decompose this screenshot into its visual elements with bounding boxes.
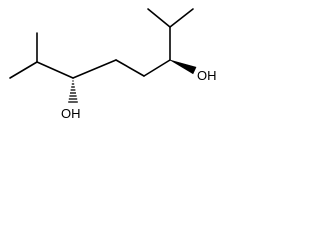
bond-carbinol-right-to-ch2: [143, 59, 171, 77]
structure-canvas: OH OH: [0, 0, 228, 131]
wedge-bond-right-oh: [169, 59, 197, 75]
bond-ch2-to-carbinol-left: [72, 59, 117, 79]
skeletal-structure: OH OH: [9, 8, 217, 121]
oh-label-left: OH: [61, 106, 81, 121]
bond-isopropyl-to-methyl-bottom: [9, 61, 38, 79]
bond-ch2-to-ch2: [115, 59, 145, 77]
oh-label-right: OH: [197, 68, 217, 83]
bond-methyl-top-right: [169, 8, 194, 28]
hash-bond-left-oh: [68, 80, 78, 103]
bond-methyl-top-left: [147, 8, 171, 28]
bond-carbinol-left-to-isopropyl: [36, 61, 74, 79]
